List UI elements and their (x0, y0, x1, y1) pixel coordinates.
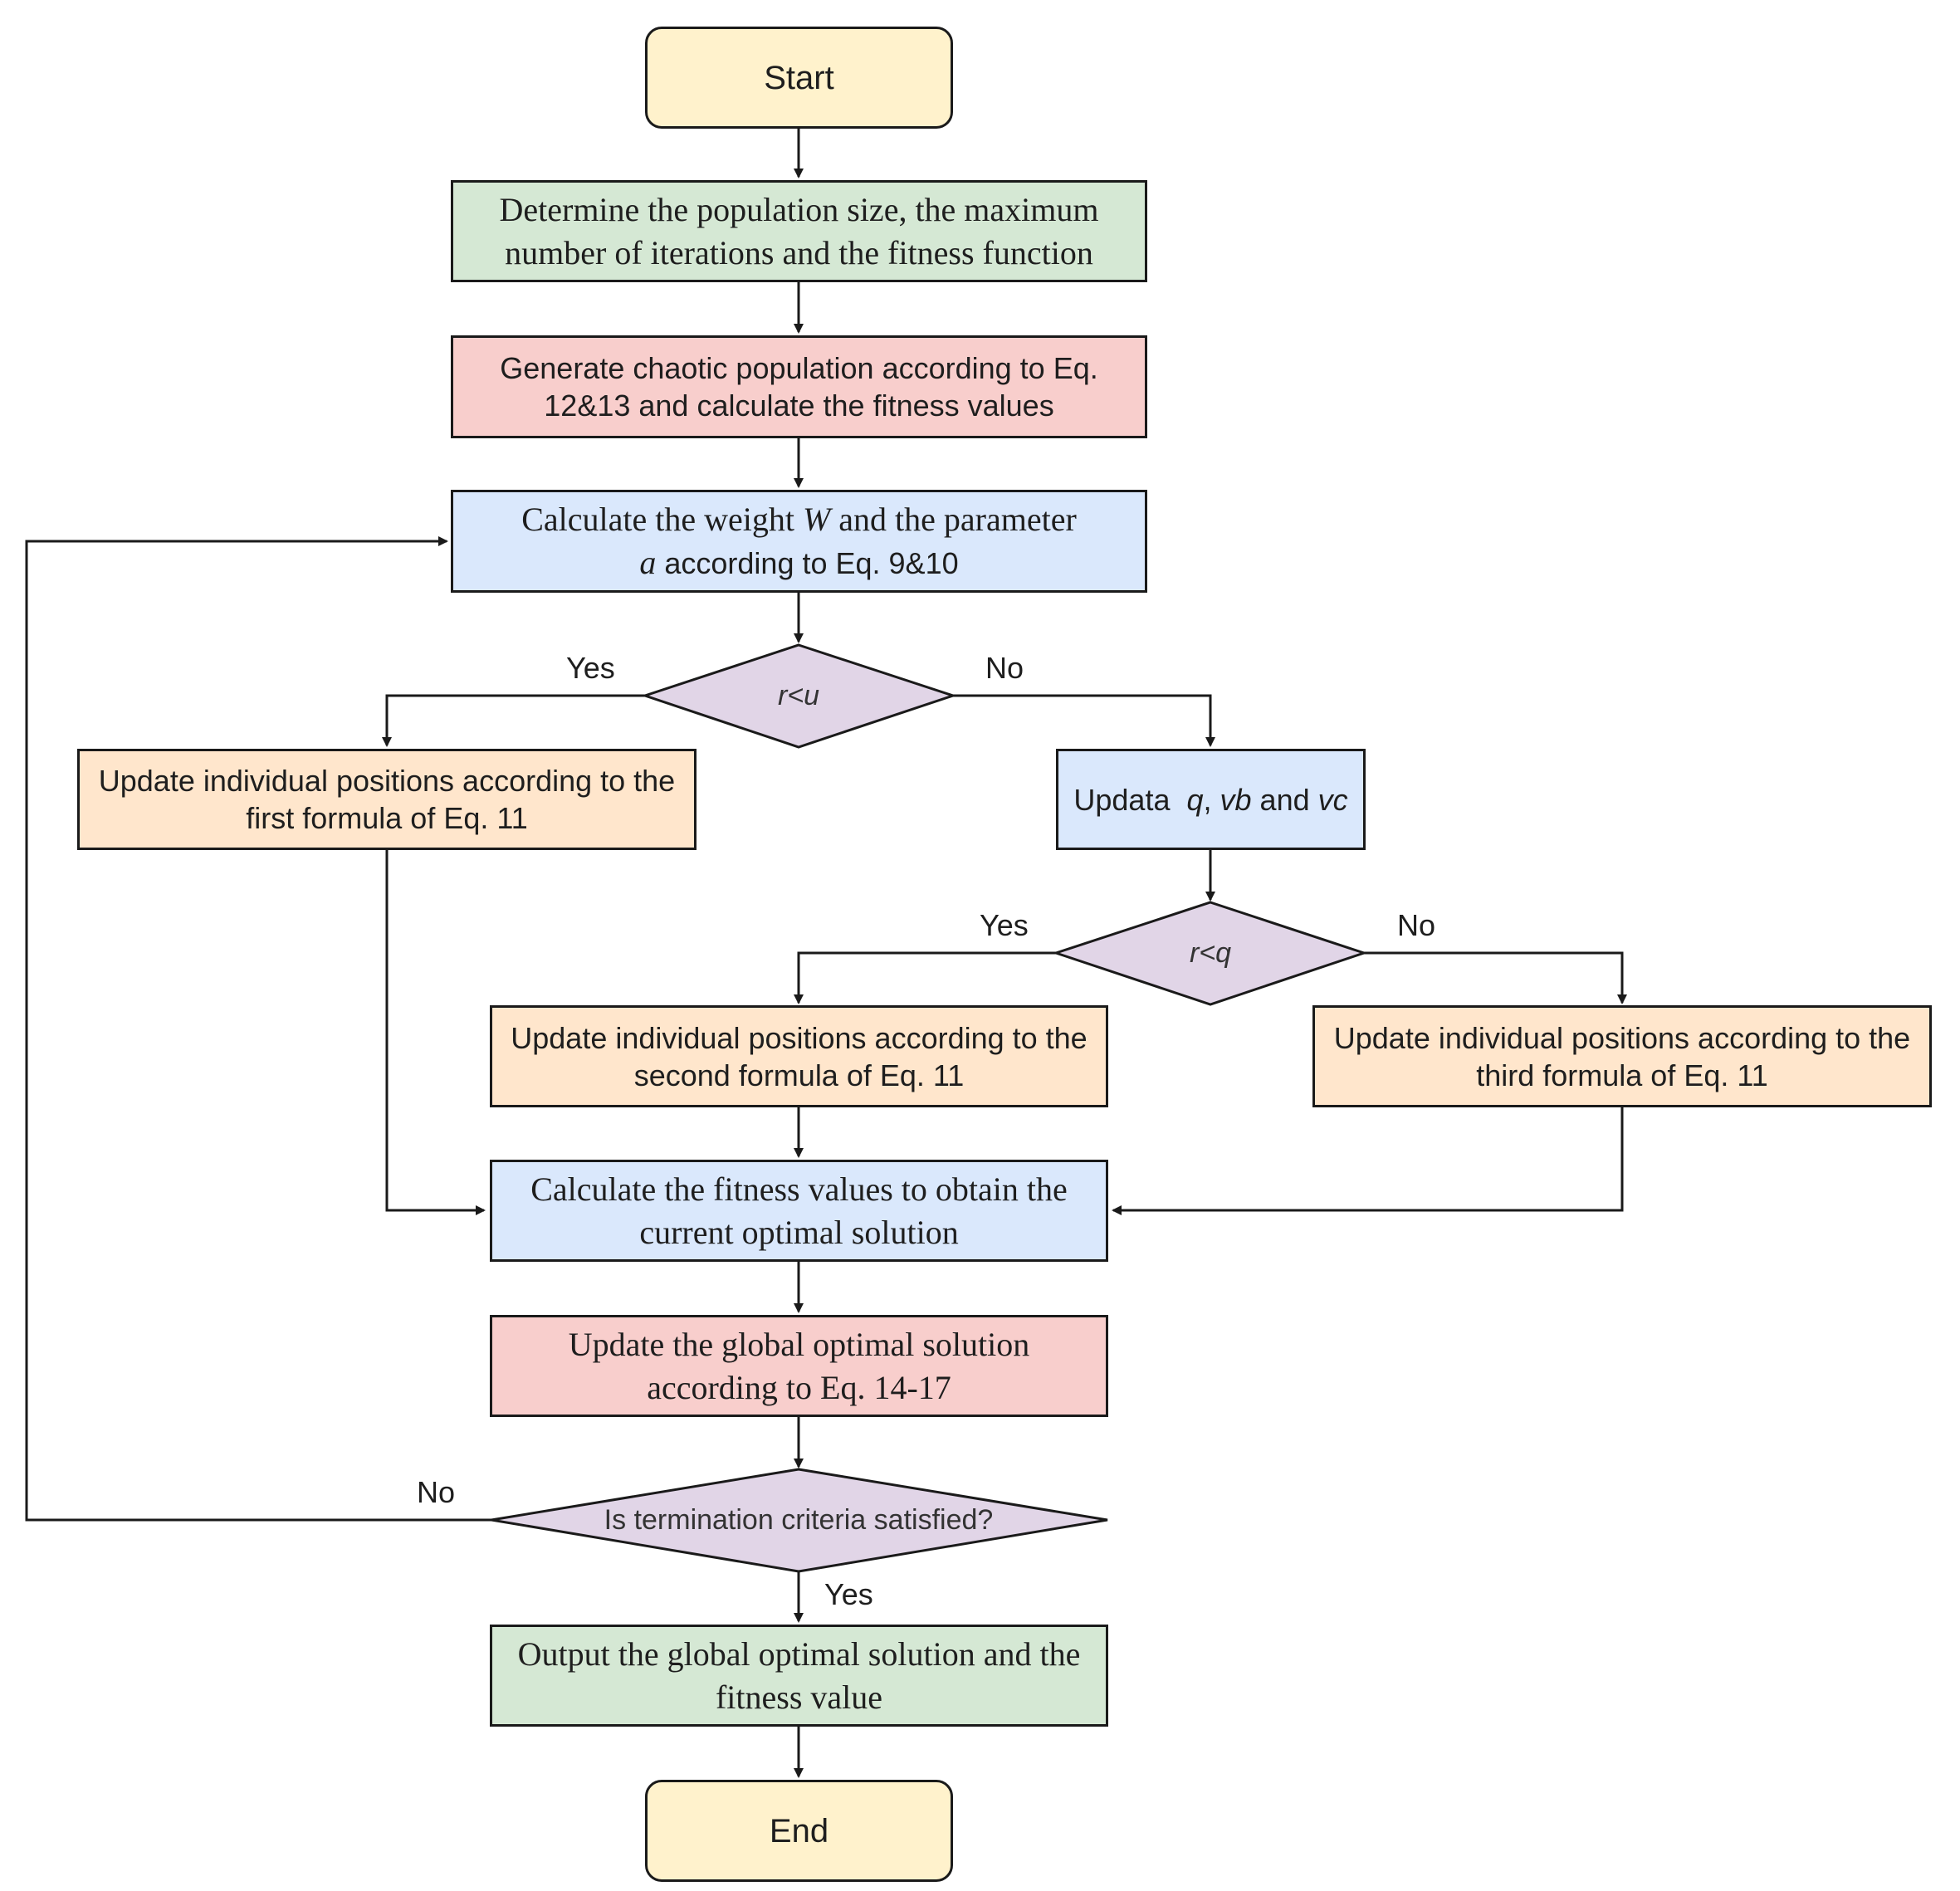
decision-termination-label: Is termination criteria satisfied? (604, 1503, 994, 1536)
edge-term-no-loop (25, 536, 491, 1522)
define-parameters-node: Determine the population size, the maxim… (451, 180, 1147, 282)
update-first-formula-node: Update individual positions according to… (77, 749, 697, 850)
label-r-u-no: No (985, 651, 1024, 685)
decision-r-q-label: r<q (1189, 936, 1232, 969)
calculate-fitness-node: Calculate the fitness values to obtain t… (490, 1160, 1108, 1262)
label-r-q-no: No (1397, 908, 1436, 942)
output-node: Output the global optimal solution and t… (490, 1625, 1108, 1727)
label-r-u-yes: Yes (566, 651, 615, 685)
a-symbol: a (639, 544, 657, 581)
start-node: Start (645, 27, 953, 129)
update-q-vb-vc-node: Updata q, vb and vc (1056, 749, 1366, 850)
decision-r-u-shape (641, 643, 957, 749)
w-symbol: W (802, 501, 831, 538)
edge-ru-yes (382, 694, 645, 747)
label-termination-no: No (417, 1475, 456, 1509)
update-second-formula-node: Update individual positions according to… (490, 1005, 1108, 1107)
decision-termination-shape (491, 1468, 1108, 1573)
label-r-q-yes: Yes (980, 908, 1029, 942)
generate-population-node: Generate chaotic population according to… (451, 335, 1147, 438)
update-q-vb-vc-text: Updata q, vb and vc (1073, 782, 1348, 817)
calculate-weight-text: Calculate the weight W and the parameter… (521, 501, 1077, 581)
update-third-formula-node: Update individual positions according to… (1312, 1005, 1932, 1107)
edge-rq-yes (794, 951, 1056, 1004)
edge-rq-no (1364, 951, 1627, 1004)
edge-third-to-fitness (1112, 1107, 1624, 1215)
calculate-weight-node: Calculate the weight W and the parameter… (451, 490, 1147, 593)
end-node: End (645, 1780, 953, 1882)
edge-first-to-fitness (385, 850, 486, 1215)
edge-ru-no (953, 694, 1215, 747)
label-termination-yes: Yes (824, 1577, 873, 1611)
decision-r-u-label: r<u (777, 679, 820, 711)
update-global-node: Update the global optimal solution accor… (490, 1315, 1108, 1417)
decision-r-q-shape (1052, 901, 1368, 1006)
